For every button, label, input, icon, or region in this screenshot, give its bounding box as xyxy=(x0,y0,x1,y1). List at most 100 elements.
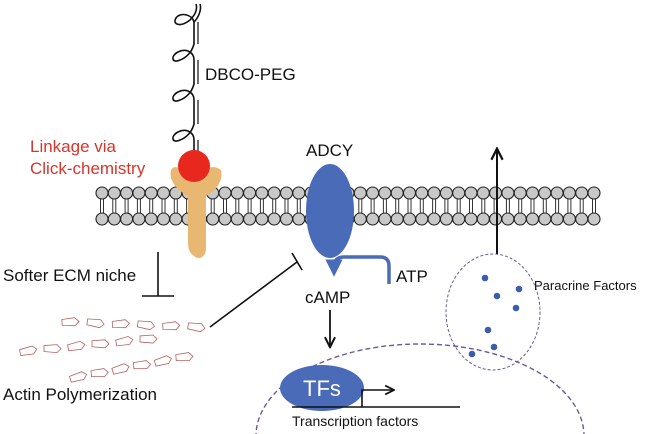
actin-monomer xyxy=(90,368,109,378)
lipid-head xyxy=(378,186,392,200)
lipid-head xyxy=(439,186,453,200)
linkage-label-line2: Click-chemistry xyxy=(30,159,146,178)
lipid-head xyxy=(427,186,441,200)
lipid-head xyxy=(550,186,564,200)
lipid-head xyxy=(501,186,515,200)
camp-label: cAMP xyxy=(305,288,350,307)
lipid-head xyxy=(292,212,306,226)
lipid-head xyxy=(156,212,171,226)
actin-monomer xyxy=(136,320,156,331)
lipid-head xyxy=(513,186,527,200)
paracrine-factor-dot xyxy=(490,343,498,351)
actin-monomer xyxy=(43,344,62,354)
actin-filaments xyxy=(19,317,206,383)
actin-adcy-inhibition-line xyxy=(209,252,303,328)
actin-polymerization-label: Actin Polymerization xyxy=(3,385,157,404)
lipid-head xyxy=(267,186,281,200)
actin-monomer xyxy=(139,334,158,344)
actin-monomer xyxy=(111,319,130,329)
lipid-head xyxy=(452,186,466,200)
lipid-head xyxy=(366,212,380,226)
lipid-head xyxy=(292,186,306,200)
actin-monomer xyxy=(61,317,80,327)
lipid-head xyxy=(243,212,257,226)
lipid-head xyxy=(439,212,453,226)
lipid-head xyxy=(120,212,134,226)
click-chemistry-linker-icon xyxy=(178,150,210,182)
actin-monomer xyxy=(111,363,130,375)
lipid-head xyxy=(243,186,257,200)
paracrine-factors-label: Paracrine Factors xyxy=(534,278,637,293)
lipid-head xyxy=(95,186,109,200)
dbco-peg-label: DBCO-PEG xyxy=(205,65,296,84)
lipid-head xyxy=(550,212,564,226)
actin-monomer xyxy=(162,321,181,331)
paracrine-factor-dot xyxy=(484,326,492,334)
lipid-head xyxy=(267,212,281,226)
lipid-head xyxy=(218,212,232,226)
transcription-start-arrow xyxy=(361,390,393,407)
paracrine-factor-dot xyxy=(515,285,523,293)
lipid-head xyxy=(525,212,540,226)
lipid-head xyxy=(538,212,552,226)
lipid-head xyxy=(353,212,367,226)
receptor-protein xyxy=(170,167,222,258)
actin-monomer xyxy=(91,339,110,349)
actin-monomer xyxy=(68,371,88,383)
actin-monomer xyxy=(187,322,206,333)
lipid-head xyxy=(476,212,490,226)
paracrine-factor-dots xyxy=(468,274,523,358)
paracrine-factor-dot xyxy=(468,350,476,358)
lipid-head xyxy=(489,186,503,200)
lipid-head xyxy=(120,186,134,200)
lipid-head xyxy=(255,186,269,200)
paracrine-factor-dot xyxy=(512,304,520,312)
lipid-head xyxy=(156,186,171,200)
lipid-head xyxy=(169,212,183,226)
paracrine-vesicle xyxy=(445,253,541,371)
transcription-factors-label: Transcription factors xyxy=(292,413,418,429)
lipid-head xyxy=(513,212,527,226)
actin-monomer xyxy=(132,360,152,370)
lipid-head xyxy=(107,212,121,226)
lipid-head xyxy=(95,212,109,226)
atp-to-camp-arrow xyxy=(325,255,391,284)
lipid-head xyxy=(489,212,503,226)
lipid-head xyxy=(390,186,404,200)
transcription-factor-blob xyxy=(280,365,364,411)
lipid-head xyxy=(353,186,367,200)
softer-ecm-label: Softer ECM niche xyxy=(3,266,136,285)
lipid-head xyxy=(255,212,269,226)
lipid-head xyxy=(427,212,441,226)
lipid-head xyxy=(525,186,540,200)
dbco-peg-coil-icon xyxy=(172,3,202,152)
lipid-head xyxy=(366,186,380,200)
actin-monomer xyxy=(67,340,86,352)
paracrine-factor-dot xyxy=(481,274,489,282)
lipid-head xyxy=(415,212,429,226)
linkage-label-line1: Linkage via xyxy=(30,137,117,156)
actin-monomer xyxy=(115,336,134,347)
lipid-head xyxy=(538,186,552,200)
lipid-head xyxy=(562,212,576,226)
lipid-head xyxy=(587,212,601,226)
lipid-head xyxy=(390,212,404,226)
lipid-head xyxy=(501,212,515,226)
ecm-inhibition-line xyxy=(142,252,174,297)
actin-monomer xyxy=(175,352,194,362)
lipid-head xyxy=(402,186,417,200)
actin-monomer xyxy=(86,318,105,329)
lipid-head xyxy=(132,186,146,200)
lipid-head xyxy=(587,186,601,200)
actin-monomer xyxy=(153,355,172,367)
lipid-head xyxy=(464,186,478,200)
lipid-head xyxy=(575,186,589,200)
lipid-head xyxy=(562,186,576,200)
adcy-label: ADCY xyxy=(306,141,353,160)
lipid-head xyxy=(107,186,121,200)
lipid-head xyxy=(279,212,294,226)
lipid-head xyxy=(144,186,158,200)
lipid-head xyxy=(218,186,232,200)
lipid-head xyxy=(402,212,417,226)
